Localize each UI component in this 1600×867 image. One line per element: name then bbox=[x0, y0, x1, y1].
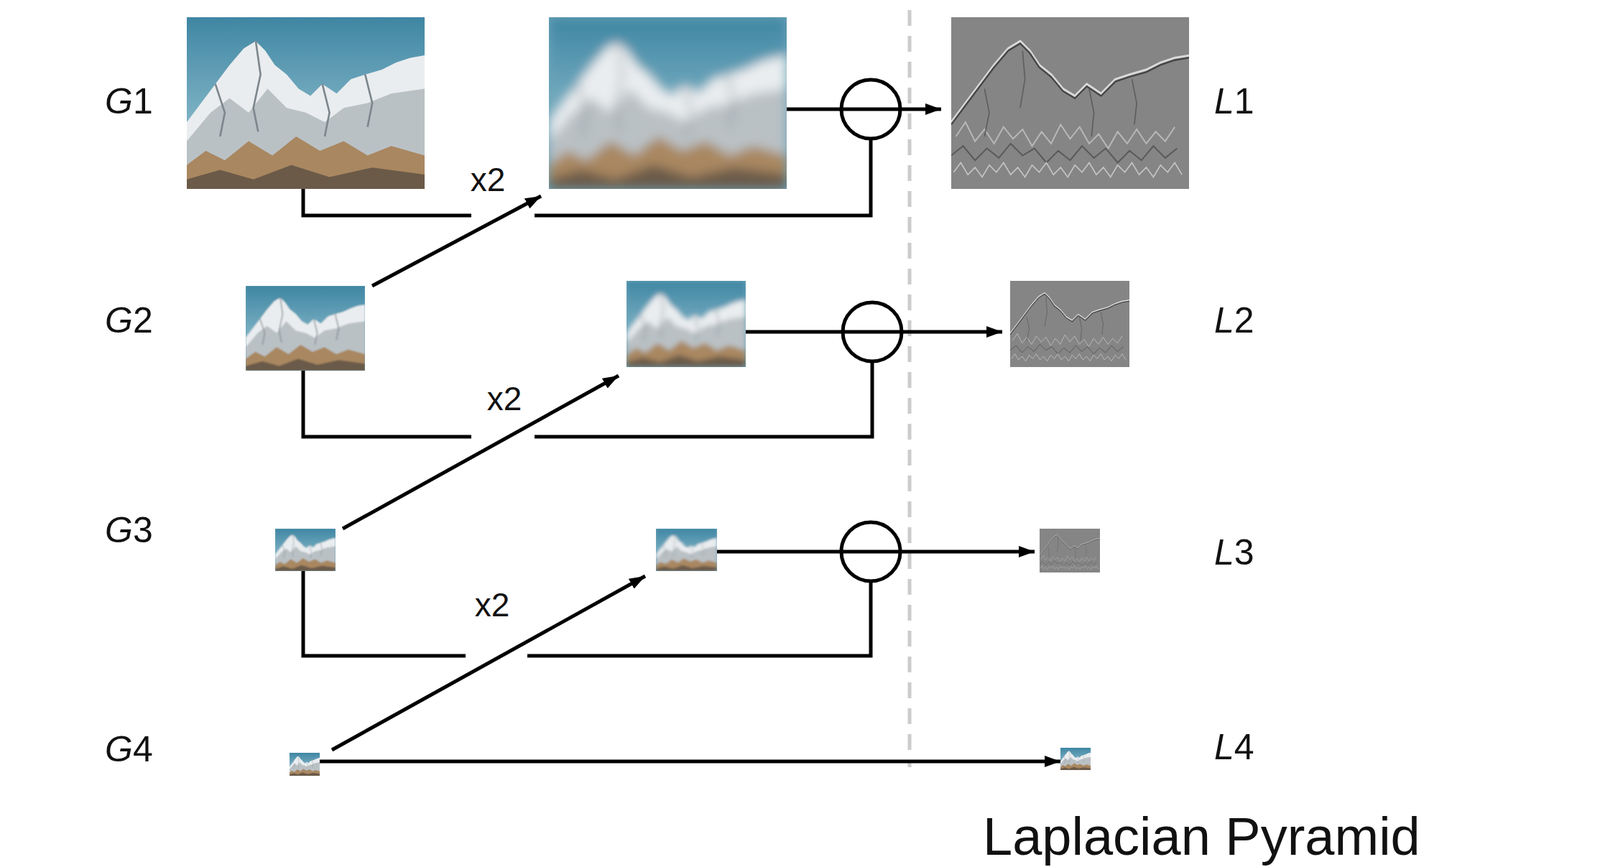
scale-label: x2 bbox=[470, 160, 506, 200]
level-label: G2 bbox=[104, 300, 154, 342]
pyramid-level: G3 bbox=[275, 528, 336, 572]
pyramid-level: G2 bbox=[245, 285, 365, 371]
gaussian-image bbox=[245, 285, 365, 371]
pyramid-level: L4 bbox=[1060, 747, 1091, 771]
scale-label: x2 bbox=[487, 380, 523, 419]
pyramid-level: L3 bbox=[1039, 528, 1100, 573]
level-label: G1 bbox=[104, 81, 154, 123]
level-label: L4 bbox=[1214, 727, 1255, 769]
gaussian-image bbox=[1060, 747, 1091, 771]
upsampled-image bbox=[548, 17, 787, 189]
level-label: L1 bbox=[1214, 81, 1255, 123]
flow-lines bbox=[303, 109, 1035, 751]
pyramid-level: G1 bbox=[186, 17, 425, 189]
level-label: G3 bbox=[104, 510, 154, 552]
pyramid-level: L2 bbox=[1010, 280, 1130, 368]
pyramid-level: G4 bbox=[289, 752, 320, 776]
upsampled-image bbox=[655, 528, 718, 572]
level-label: L3 bbox=[1214, 532, 1255, 575]
scale-label: x2 bbox=[474, 586, 511, 625]
laplacian-image bbox=[951, 17, 1190, 189]
gaussian-image bbox=[275, 528, 336, 572]
subtract-circle bbox=[841, 79, 902, 582]
laplacian-image bbox=[1039, 528, 1100, 573]
flow-arrow bbox=[319, 760, 1061, 764]
upsampled-image bbox=[626, 280, 746, 368]
level-label: L2 bbox=[1214, 300, 1255, 342]
divider-line bbox=[908, 10, 912, 768]
level-label: G4 bbox=[104, 729, 154, 771]
gaussian-image bbox=[289, 752, 320, 776]
figure-label: Laplacian Pyramid bbox=[982, 806, 1421, 867]
pyramid-level: L1 bbox=[951, 17, 1190, 189]
gaussian-image bbox=[186, 17, 425, 189]
laplacian-image bbox=[1010, 280, 1130, 368]
